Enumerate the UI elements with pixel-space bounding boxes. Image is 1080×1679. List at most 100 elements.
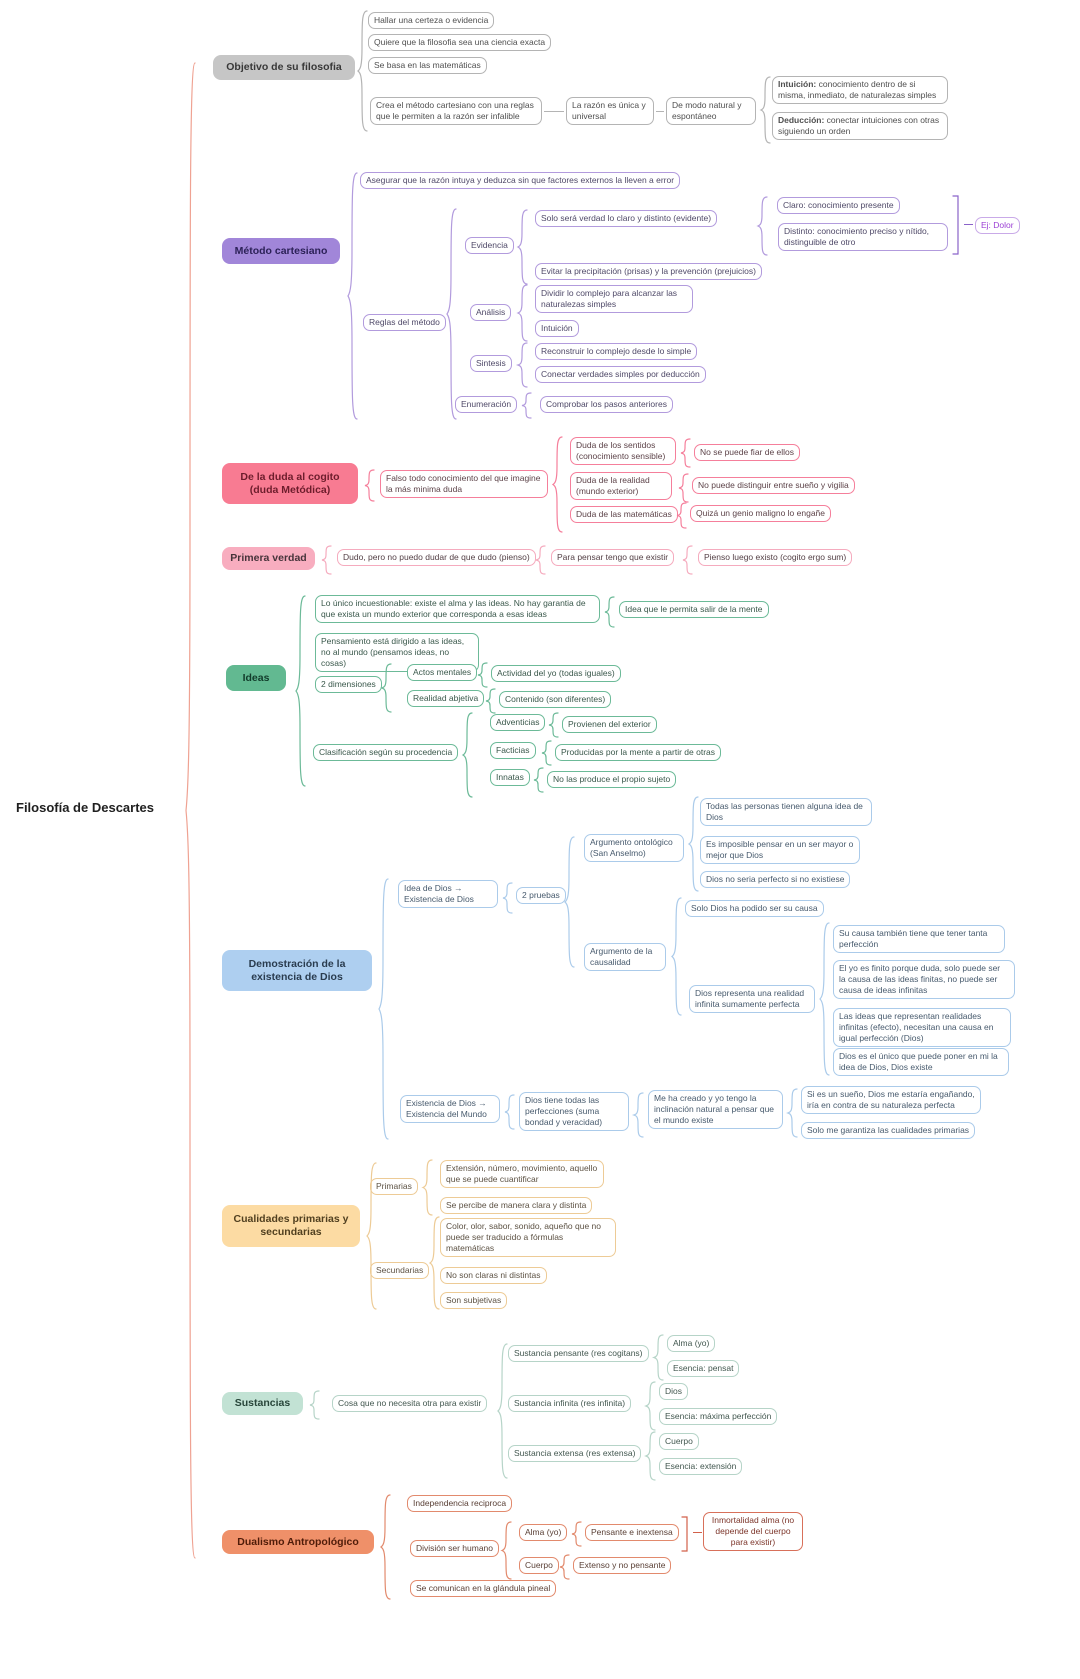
- map-node[interactable]: Esencia: máxima perfección: [659, 1408, 778, 1426]
- topic-dios[interactable]: Demostración de la existencia de Dios: [222, 950, 372, 991]
- map-node[interactable]: Idea que le permita salir de la mente: [619, 601, 769, 619]
- map-node[interactable]: Esencia: extensión: [659, 1458, 743, 1476]
- map-node[interactable]: Dios representa una realidad infinita su…: [689, 985, 815, 1014]
- map-node[interactable]: El yo es finito porque duda, solo puede …: [833, 960, 1015, 1000]
- map-node[interactable]: Se percibe de manera clara y distinta: [440, 1197, 593, 1215]
- map-node[interactable]: De modo natural y espontáneo: [666, 97, 756, 126]
- map-node[interactable]: Reglas del método: [363, 314, 446, 332]
- map-node[interactable]: Alma (yo): [667, 1335, 716, 1353]
- map-node[interactable]: Quizá un genio maligno lo engañe: [690, 505, 832, 523]
- map-node[interactable]: Evitar la precipitación (prisas) y la pr…: [535, 263, 762, 281]
- map-node[interactable]: Conectar verdades simples por deducción: [535, 366, 706, 384]
- topic-dualismo[interactable]: Dualismo Antropológico: [222, 1530, 374, 1554]
- map-node[interactable]: Sustancia pensante (res cogitans): [508, 1345, 649, 1363]
- map-node[interactable]: Extensión, número, movimiento, aquello q…: [440, 1160, 604, 1189]
- map-node[interactable]: Primarias: [370, 1178, 418, 1196]
- map-node[interactable]: Cuerpo: [659, 1433, 699, 1451]
- map-node[interactable]: 2 pruebas: [516, 887, 566, 905]
- map-node[interactable]: No son claras ni distintas: [440, 1267, 547, 1285]
- map-node[interactable]: Hallar una certeza o evidencia: [368, 12, 495, 30]
- map-node[interactable]: Intuición: conocimiento dentro de si mis…: [772, 76, 948, 105]
- map-node[interactable]: Color, olor, sabor, sonido, aqueño que n…: [440, 1218, 616, 1258]
- topic-duda[interactable]: De la duda al cogito (duda Metódica): [222, 463, 358, 504]
- map-node[interactable]: Argumento ontológico (San Anselmo): [584, 834, 684, 863]
- map-node[interactable]: No se puede fiar de ellos: [694, 444, 801, 462]
- map-node[interactable]: División ser humano: [410, 1540, 500, 1558]
- map-node[interactable]: Claro: conocimiento presente: [777, 197, 900, 215]
- topic-primera[interactable]: Primera verdad: [222, 547, 315, 570]
- map-node[interactable]: Deducción: conectar intuiciones con otra…: [772, 112, 948, 141]
- map-node[interactable]: Son subjetivas: [440, 1292, 508, 1310]
- map-node[interactable]: Actividad del yo (todas iguales): [491, 665, 621, 683]
- map-node[interactable]: Pienso luego existo (cogito ergo sum): [698, 549, 853, 567]
- map-node[interactable]: Es imposible pensar en un ser mayor o me…: [700, 836, 860, 865]
- map-node[interactable]: Asegurar que la razón intuya y deduzca s…: [360, 172, 681, 190]
- map-node[interactable]: Las ideas que representan realidades inf…: [833, 1008, 1011, 1048]
- map-node[interactable]: Distinto: conocimiento preciso y nítido,…: [778, 223, 948, 252]
- topic-cualidades[interactable]: Cualidades primarias y secundarias: [222, 1205, 360, 1247]
- topic-ideas[interactable]: Ideas: [226, 665, 286, 691]
- map-node[interactable]: Dividir lo complejo para alcanzar las na…: [535, 285, 693, 314]
- map-node[interactable]: Cosa que no necesita otra para existir: [332, 1395, 488, 1413]
- map-node[interactable]: Dios tiene todas las perfecciones (suma …: [519, 1092, 629, 1132]
- map-node[interactable]: Comprobar los pasos anteriores: [540, 396, 673, 414]
- map-node[interactable]: Quiere que la filosofia sea una ciencia …: [368, 34, 552, 52]
- map-node[interactable]: Dios es el único que puede poner en mi l…: [833, 1048, 1009, 1077]
- map-node[interactable]: Alma (yo): [519, 1524, 568, 1542]
- map-node[interactable]: Argumento de la causalidad: [584, 943, 666, 972]
- map-node[interactable]: Cuerpo: [519, 1557, 559, 1575]
- map-node[interactable]: Dios no seria perfecto si no existiese: [700, 871, 851, 889]
- map-node[interactable]: Reconstruir lo complejo desde lo simple: [535, 343, 698, 361]
- map-node[interactable]: Secundarias: [370, 1262, 430, 1280]
- map-node[interactable]: Dudo, pero no puedo dudar de que dudo (p…: [337, 549, 536, 567]
- map-node[interactable]: Si es un sueño, Dios me estaría engañand…: [801, 1086, 981, 1115]
- map-node[interactable]: Esencia: pensat: [667, 1360, 740, 1378]
- map-node[interactable]: Solo será verdad lo claro y distinto (ev…: [535, 210, 718, 228]
- map-node[interactable]: Provienen del exterior: [562, 716, 657, 734]
- map-node[interactable]: La razón es única y universal: [566, 97, 654, 126]
- map-node[interactable]: Análisis: [470, 304, 512, 322]
- map-node[interactable]: Realidad abjetiva: [407, 690, 485, 708]
- map-node[interactable]: Pensante e inextensa: [585, 1524, 679, 1542]
- map-node[interactable]: Innatas: [490, 769, 530, 787]
- map-node[interactable]: Actos mentales: [407, 664, 478, 682]
- map-node[interactable]: Me ha creado y yo tengo la inclinación n…: [648, 1090, 783, 1130]
- map-node[interactable]: 2 dimensiones: [315, 676, 382, 694]
- map-node[interactable]: Dios: [659, 1383, 689, 1401]
- map-node[interactable]: Solo Dios ha podido ser su causa: [685, 900, 824, 918]
- map-node[interactable]: Duda de los sentidos (conocimiento sensi…: [570, 437, 676, 466]
- topic-objetivo[interactable]: Objetivo de su filosofia: [213, 55, 355, 80]
- map-node[interactable]: Ej: Dolor: [975, 217, 1020, 235]
- map-node[interactable]: Sintesis: [470, 355, 512, 373]
- map-node[interactable]: Se comunican en la glándula pineal: [410, 1580, 557, 1598]
- map-node[interactable]: Intuición: [535, 320, 579, 338]
- map-node[interactable]: Solo me garantiza las cualidades primari…: [801, 1122, 976, 1140]
- root-node[interactable]: Filosofía de Descartes: [16, 800, 154, 815]
- map-node[interactable]: Lo único incuestionable: existe el alma …: [315, 595, 600, 624]
- map-node[interactable]: Duda de las matemáticas: [570, 506, 678, 524]
- topic-sustancias[interactable]: Sustancias: [222, 1392, 303, 1415]
- map-node[interactable]: Existencia de Dios → Existencia del Mund…: [400, 1095, 500, 1124]
- map-node[interactable]: No puede distinguir entre sueño y vigili…: [692, 477, 855, 495]
- map-node[interactable]: Independencia reciproca: [407, 1495, 513, 1513]
- map-node[interactable]: Evidencia: [465, 237, 514, 255]
- map-node[interactable]: Extenso y no pensante: [573, 1557, 672, 1575]
- map-node[interactable]: Idea de Dios → Existencia de Dios: [398, 880, 498, 909]
- map-node[interactable]: Crea el método cartesiano con una reglas…: [370, 97, 542, 126]
- map-node[interactable]: Falso todo conocimiento del que imagine …: [380, 470, 548, 499]
- map-node[interactable]: Duda de la realidad (mundo exterior): [570, 472, 672, 501]
- map-node[interactable]: Enumeración: [455, 396, 518, 414]
- topic-metodo[interactable]: Método cartesiano: [222, 238, 340, 264]
- map-node[interactable]: Sustancia extensa (res extensa): [508, 1445, 642, 1463]
- map-node[interactable]: Adventicias: [490, 714, 546, 732]
- map-node[interactable]: Producidas por la mente a partir de otra…: [555, 744, 722, 762]
- map-node[interactable]: No las produce el propio sujeto: [547, 771, 677, 789]
- map-node[interactable]: Clasificación según su procedencia: [313, 744, 459, 762]
- map-node[interactable]: Sustancia infinita (res infinita): [508, 1395, 632, 1413]
- map-node[interactable]: Su causa también tiene que tener tanta p…: [833, 925, 1005, 954]
- map-node[interactable]: Para pensar tengo que existir: [551, 549, 675, 567]
- map-node[interactable]: Todas las personas tienen alguna idea de…: [700, 798, 872, 827]
- map-node[interactable]: Inmortalidad alma (no depende del cuerpo…: [703, 1512, 803, 1552]
- map-node[interactable]: Facticias: [490, 742, 536, 760]
- map-node[interactable]: Se basa en las matemáticas: [368, 57, 487, 75]
